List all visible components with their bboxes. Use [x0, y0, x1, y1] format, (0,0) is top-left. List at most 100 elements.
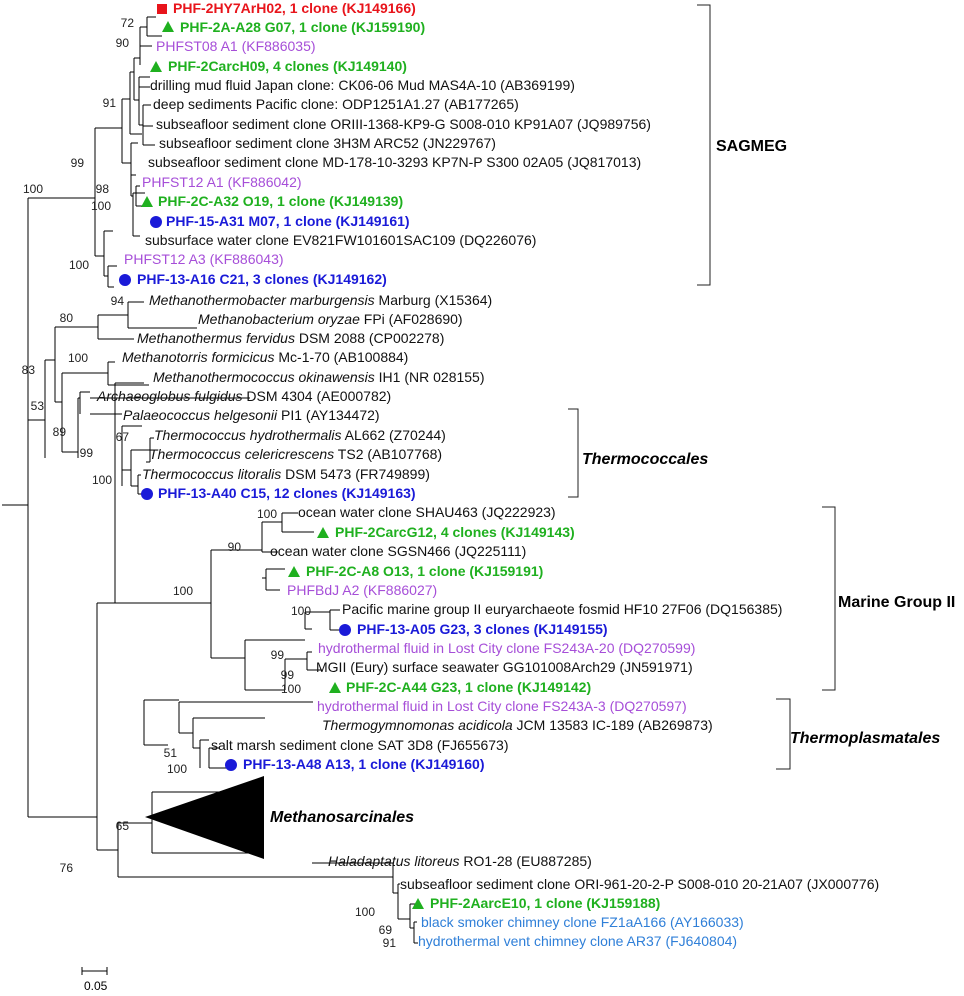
taxon-label-l4: PHF-2CarcH09, 4 clones (KJ149140) — [168, 58, 407, 74]
taxon-label-l3: PHFST08 A1 (KF886035) — [156, 38, 316, 54]
triangle-marker-icon — [317, 527, 329, 538]
bootstrap-value-b10: 80 — [60, 311, 74, 325]
taxon-label-l18: Methanothermus fervidus DSM 2088 (CP0022… — [137, 330, 444, 346]
bootstrap-value-b29: 100 — [355, 905, 375, 919]
taxon-label-l38: Thermogymnomonas acidicola JCM 13583 IC-… — [322, 717, 713, 733]
bootstrap-value-b24: 100 — [281, 682, 301, 696]
taxon-label-l5: drilling mud fluid Japan clone: CK06-06 … — [150, 77, 575, 93]
circle-marker-icon — [119, 274, 131, 286]
taxon-label-l41: Haladaptatus litoreus RO1-28 (EU887285) — [328, 853, 592, 869]
taxon-label-l8: subseafloor sediment clone 3H3M ARC52 (J… — [159, 135, 496, 151]
taxon-label-l45: hydrothermal vent chimney clone AR37 (FJ… — [418, 933, 737, 949]
triangle-marker-icon — [412, 898, 424, 909]
bootstrap-value-b20: 100 — [173, 584, 193, 598]
bootstrap-value-b13: 53 — [31, 399, 45, 413]
bootstrap-value-b22: 99 — [271, 648, 285, 662]
bootstrap-value-b31: 91 — [383, 936, 397, 950]
bootstrap-value-b21: 100 — [291, 604, 311, 618]
taxon-label-l28: PHF-2CarcG12, 4 clones (KJ149143) — [335, 524, 575, 540]
taxon-label-l40: PHF-13-A48 A13, 1 clone (KJ149160) — [243, 756, 484, 772]
square-marker-icon — [157, 4, 167, 14]
taxon-label-l7: subseafloor sediment clone ORIII-1368-KP… — [156, 116, 651, 132]
taxon-label-l2: PHF-2A-A28 G07, 1 clone (KJ159190) — [180, 19, 425, 35]
circle-marker-icon — [225, 759, 237, 771]
group-label-marine-group-ii: Marine Group II — [838, 594, 955, 611]
scale-bar-label: 0.05 — [84, 979, 108, 993]
leaf-labels: PHF-2HY7ArH02, 1 clone (KJ149166) PHF-2A-… — [96, 0, 879, 949]
taxon-label-l31: PHFBdJ A2 (KF886027) — [287, 582, 437, 598]
taxon-label-l17: Methanobacterium oryzae FPi (AF028690) — [198, 311, 463, 327]
taxon-label-l32: Pacific marine group II euryarchaeote fo… — [342, 601, 782, 617]
taxon-label-l34: hydrothermal fluid in Lost City clone FS… — [318, 640, 695, 656]
bootstrap-value-b14: 89 — [53, 425, 67, 439]
taxon-label-l29: ocean water clone SGSN466 (JQ225111) — [270, 543, 526, 559]
bootstrap-value-b16: 99 — [80, 446, 94, 460]
circle-marker-icon — [339, 624, 351, 636]
taxon-label-l26: PHF-13-A40 C15, 12 clones (KJ149163) — [158, 485, 416, 501]
bootstrap-value-b26: 100 — [167, 762, 187, 776]
taxon-label-l11: PHF-2C-A32 O19, 1 clone (KJ149139) — [158, 193, 403, 209]
bootstrap-value-b4: 99 — [71, 156, 85, 170]
taxon-label-l43: PHF-2AarcE10, 1 clone (KJ159188) — [430, 895, 660, 911]
bootstrap-value-b12: 83 — [22, 363, 36, 377]
circle-marker-icon — [150, 216, 162, 228]
group-label-thermococcales: Thermococcales — [582, 451, 708, 468]
taxon-label-l20: Methanothermococcus okinawensis IH1 (NR … — [153, 369, 485, 385]
taxon-label-l33: PHF-13-A05 G23, 3 clones (KJ149155) — [357, 621, 608, 637]
bootstrap-value-b25: 51 — [164, 746, 178, 760]
bootstrap-value-b7: 100 — [91, 199, 111, 213]
taxon-label-l1: PHF-2HY7ArH02, 1 clone (KJ149166) — [173, 0, 416, 16]
methanosarcinales-collapsed-clade — [145, 776, 264, 859]
taxon-label-l15: PHF-13-A16 C21, 3 clones (KJ149162) — [137, 271, 387, 287]
taxon-label-l22: Palaeococcus helgesonii PI1 (AY134472) — [123, 407, 380, 423]
taxon-label-l25: Thermococcus litoralis DSM 5473 (FR74989… — [142, 466, 430, 482]
bootstrap-value-b2: 90 — [116, 36, 130, 50]
scale-bar — [81, 967, 108, 975]
taxon-label-l6: deep sediments Pacific clone: ODP1251A1.… — [153, 96, 519, 112]
taxon-label-l42: subseafloor sediment clone ORI-961-20-2-… — [400, 876, 879, 892]
triangle-marker-icon — [162, 21, 174, 32]
bootstrap-value-b27: 65 — [116, 819, 130, 833]
bootstrap-value-b3: 91 — [103, 96, 117, 110]
bootstrap-value-b11: 100 — [68, 351, 88, 365]
triangle-marker-icon — [141, 196, 153, 207]
bootstrap-value-b17: 100 — [92, 473, 112, 487]
taxon-label-l39: salt marsh sediment clone SAT 3D8 (FJ655… — [211, 737, 509, 753]
taxon-label-l9: subseafloor sediment clone MD-178-10-329… — [148, 154, 641, 170]
clade-brackets — [568, 4, 836, 770]
bootstrap-value-b19: 90 — [228, 540, 242, 554]
bootstrap-value-b9: 94 — [111, 294, 125, 308]
bootstrap-value-b5: 100 — [23, 182, 43, 196]
bootstrap-value-b30: 69 — [379, 923, 393, 937]
taxon-label-l30: PHF-2C-A8 O13, 1 clone (KJ159191) — [306, 563, 543, 579]
taxon-label-l36: PHF-2C-A44 G23, 1 clone (KJ149142) — [346, 679, 591, 695]
taxon-label-l37: hydrothermal fluid in Lost City clone FS… — [317, 698, 687, 714]
bootstrap-value-b23: 99 — [281, 668, 295, 682]
bootstrap-value-b6: 98 — [96, 182, 110, 196]
bootstrap-value-b18: 100 — [257, 507, 277, 521]
taxon-label-l12: PHF-15-A31 M07, 1 clone (KJ149161) — [166, 213, 410, 229]
taxon-label-l13: subsurface water clone EV821FW101601SAC1… — [145, 232, 536, 248]
taxon-label-l14: PHFST12 A3 (KF886043) — [124, 251, 284, 267]
circle-marker-icon — [141, 488, 153, 500]
group-label-thermoplasmatales: Thermoplasmatales — [790, 730, 940, 747]
taxon-label-l16: Methanothermobacter marburgensis Marburg… — [149, 292, 492, 308]
triangle-marker-icon — [150, 61, 162, 72]
bootstrap-value-b28: 76 — [60, 861, 74, 875]
taxon-label-l21: Archaeoglobus fulgidus DSM 4304 (AE00078… — [96, 388, 391, 404]
taxon-label-l23: Thermococcus hydrothermalis AL662 (Z7024… — [154, 427, 446, 443]
bootstrap-value-b8: 100 — [69, 258, 89, 272]
bootstrap-value-b15: 67 — [116, 430, 130, 444]
taxon-label-l19: Methanotorris formicicus Mc-1-70 (AB1008… — [122, 349, 408, 365]
group-label-methanosarcinales: Methanosarcinales — [270, 809, 414, 826]
triangle-marker-icon — [288, 566, 300, 577]
taxon-label-l35: MGII (Eury) surface seawater GG101008Arc… — [316, 659, 693, 675]
triangle-marker-icon — [329, 682, 341, 693]
tree-branches — [2, 16, 419, 944]
taxon-label-l24: Thermococcus celericrescens TS2 (AB10776… — [149, 446, 442, 462]
group-label-sagmeg: SAGMEG — [716, 138, 787, 155]
taxon-label-l10: PHFST12 A1 (KF886042) — [142, 174, 302, 190]
bootstrap-value-b1: 72 — [121, 16, 135, 30]
